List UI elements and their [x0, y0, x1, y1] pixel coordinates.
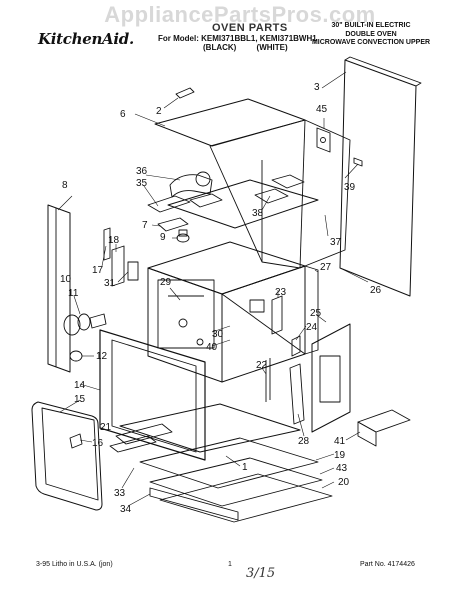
tray-21	[115, 423, 173, 445]
callout-23: 23	[275, 287, 287, 298]
door-panel-25	[311, 323, 351, 433]
hinge-28	[289, 363, 305, 425]
callout-27: 27	[320, 262, 332, 273]
front-frame-14	[99, 329, 206, 461]
brand-logo: KitchenAid.	[38, 30, 134, 48]
callout-11: 11	[68, 288, 79, 299]
callout-7: 7	[142, 220, 148, 231]
tray-43	[149, 457, 323, 507]
rail-33	[109, 435, 157, 453]
bracket-23	[271, 295, 283, 335]
description-line: DOUBLE OVEN	[345, 30, 397, 38]
callout-30: 30	[212, 329, 224, 340]
callout-22: 22	[256, 360, 268, 371]
watermark: AppliancePartsPros.com	[104, 2, 376, 27]
callout-19: 19	[334, 450, 346, 461]
description-line: MICROWAVE CONVECTION UPPER	[311, 39, 431, 47]
rear-cabinet	[209, 119, 351, 269]
lamp-12	[69, 350, 83, 362]
callout-39: 39	[344, 182, 356, 193]
clip-16	[69, 433, 83, 449]
model-colors: (BLACK) (WHITE)	[203, 43, 288, 52]
callout-35: 35	[136, 178, 148, 189]
callout-29: 29	[160, 277, 172, 288]
leader-lines	[57, 71, 369, 507]
bottom-panel-1	[119, 403, 301, 453]
blower-duct	[169, 174, 213, 198]
model-numbers: For Model: KEMI371BBL1, KEMI371BWH1	[158, 34, 317, 43]
side-panel-left	[47, 204, 71, 373]
gasket-15	[31, 401, 103, 511]
top-panel	[154, 98, 306, 147]
rail-20	[159, 473, 333, 523]
callout-36: 36	[136, 166, 148, 177]
cavity-opening	[157, 279, 215, 349]
callout-9: 9	[160, 232, 166, 243]
callout-34: 34	[120, 504, 132, 515]
bracket-18	[111, 245, 125, 287]
callout-24: 24	[306, 322, 318, 333]
blower	[195, 171, 211, 187]
part-number: Part No. 4174426	[360, 561, 415, 568]
tray-19	[139, 437, 319, 489]
callout-12: 12	[96, 351, 108, 362]
callout-20: 20	[338, 477, 350, 488]
callout-15: 15	[74, 394, 86, 405]
bracket-17	[103, 227, 111, 261]
duct-plate	[147, 195, 191, 213]
callout-17: 17	[92, 265, 104, 276]
callout-16: 16	[92, 438, 104, 449]
callout-45: 45	[316, 104, 328, 115]
bracket-41	[357, 409, 411, 433]
wrapper-27	[221, 265, 319, 355]
page-title: OVEN PARTS	[212, 22, 288, 34]
print-info: 3-95 Litho in U.S.A. (jon)	[36, 561, 113, 568]
callout-43: 43	[336, 463, 348, 474]
callout-6: 6	[120, 109, 126, 120]
page-number: 1	[228, 561, 232, 568]
callout-14: 14	[74, 380, 86, 391]
callout-1: 1	[242, 462, 248, 473]
callout-21: 21	[100, 422, 112, 433]
side-panel-right	[339, 59, 417, 297]
bracket-2	[175, 87, 195, 99]
callout-37: 37	[330, 237, 342, 248]
callout-31: 31	[104, 278, 116, 289]
description-line: 30" BUILT-IN ELECTRIC	[331, 22, 411, 29]
callout-26: 26	[370, 285, 382, 296]
callout-8: 8	[62, 180, 68, 191]
callout-41: 41	[334, 436, 346, 447]
panel-7	[157, 217, 189, 232]
callout-28: 28	[298, 436, 310, 447]
callout-2: 2	[156, 106, 162, 117]
product-description: 30" BUILT-IN ELECTRIC DOUBLE OVEN MICROW…	[308, 22, 434, 48]
strip-24	[291, 335, 301, 357]
lamp-socket	[63, 314, 81, 336]
bracket-hole	[320, 137, 326, 143]
callout-numbers: 2 3 45 6 39 36 35 8 38 7 9 37 18 17 27 2…	[60, 82, 382, 515]
bracket-45	[316, 127, 331, 153]
callout-10: 10	[60, 274, 72, 285]
clip-39	[353, 157, 363, 167]
shelf-38	[167, 179, 319, 229]
callout-38: 38	[252, 208, 264, 219]
handwritten-note: 3/15	[246, 566, 276, 581]
callout-3: 3	[314, 82, 320, 93]
callout-40: 40	[206, 342, 218, 353]
callout-33: 33	[114, 488, 126, 499]
callout-18: 18	[108, 235, 120, 246]
rail-34	[149, 487, 239, 521]
switch-31	[127, 261, 139, 281]
side-panel-flange	[344, 56, 422, 87]
callout-25: 25	[310, 308, 322, 319]
